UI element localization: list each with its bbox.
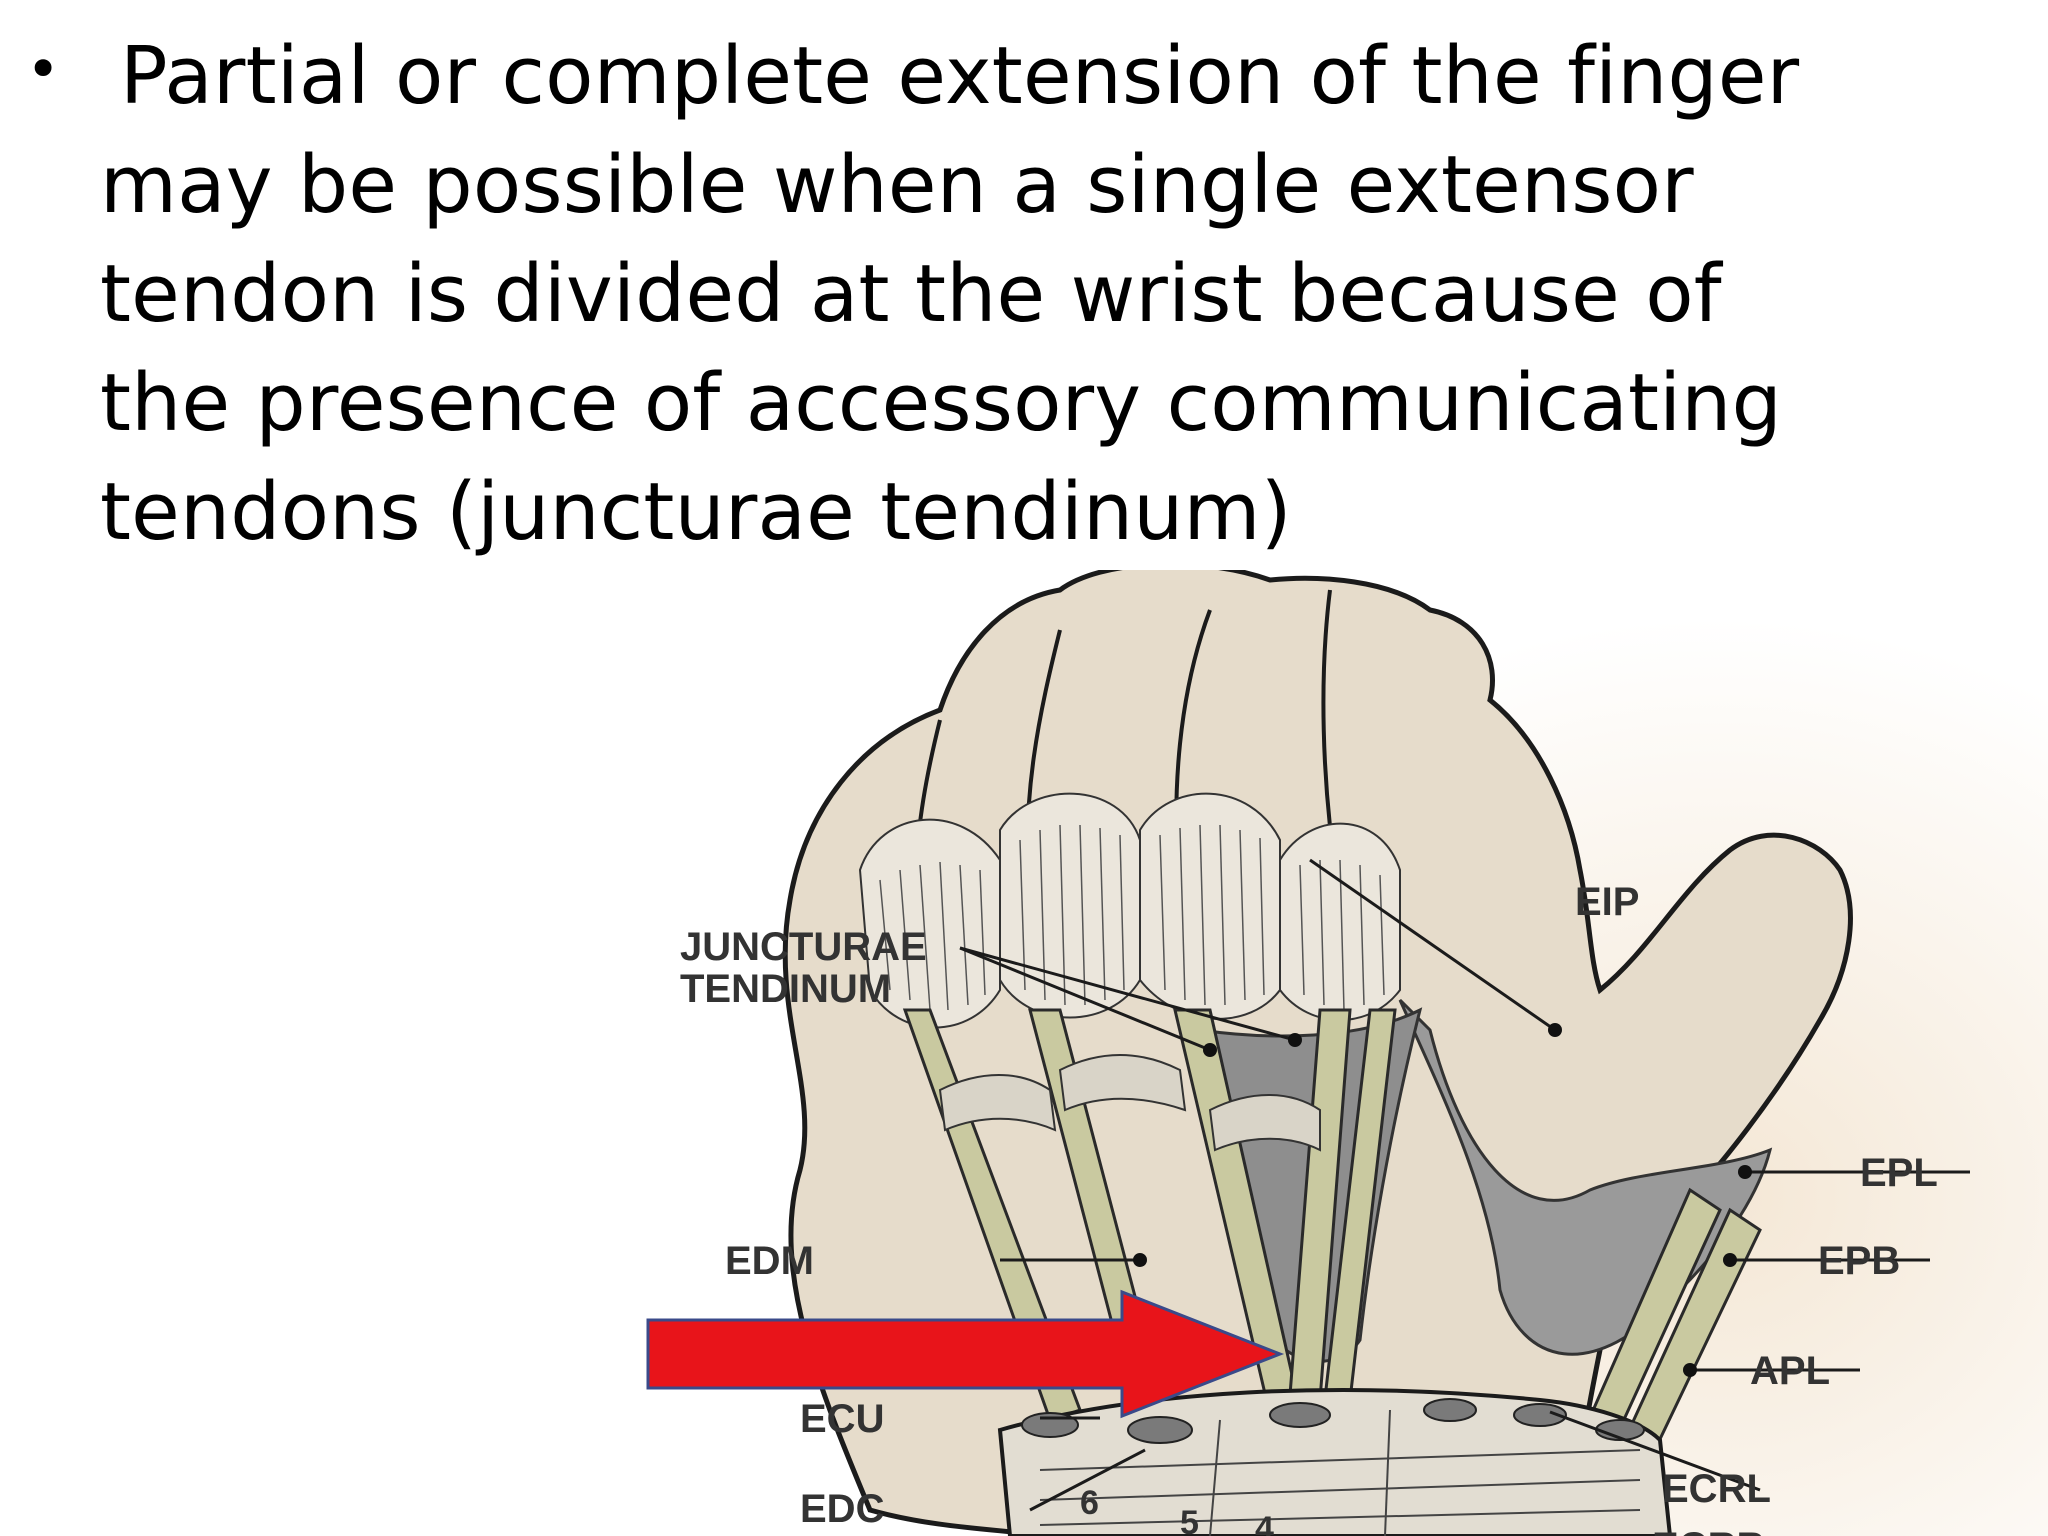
bullet-point: • Partial or complete extension of the f…	[18, 22, 1818, 567]
label-ecrl: ECRL	[1662, 1467, 1771, 1511]
label-juncturae: JUNCTURAE	[680, 925, 927, 969]
label-edc: EDC	[800, 1487, 884, 1531]
bullet-text: Partial or complete extension of the fin…	[100, 30, 1800, 558]
compartment-number-6: 6	[1080, 1484, 1099, 1522]
leader-dots	[1133, 1023, 1752, 1377]
compartment-number-5: 5	[1180, 1504, 1199, 1536]
label-epl: EPL	[1860, 1151, 1938, 1195]
red-arrow-icon	[646, 1289, 1285, 1419]
bullet-marker: •	[26, 35, 61, 103]
extensor-hoods	[858, 792, 1401, 1029]
label-epb: EPB	[1818, 1239, 1900, 1283]
label-edm: EDM	[725, 1239, 814, 1283]
retinaculum-lines	[1039, 1409, 1641, 1536]
hand-drawing: EIP JUNCTURAE TENDINUM EPL EDM EPB APL E…	[646, 570, 2048, 1536]
label-ecu: ECU	[800, 1397, 884, 1441]
compartment-number-4: 4	[1255, 1510, 1274, 1536]
label-eip: EIP	[1575, 880, 1639, 924]
label-ecrb: ECRB	[1652, 1525, 1765, 1536]
hand-tendon-illustration: EIP JUNCTURAE TENDINUM EPL EDM EPB APL E…	[440, 570, 2048, 1536]
juncturae-bands	[938, 1054, 1321, 1152]
leader-lines	[959, 858, 1970, 1512]
label-apl: APL	[1750, 1349, 1830, 1393]
label-tendinum: TENDINUM	[680, 967, 891, 1011]
hood-hatching	[879, 824, 1385, 1011]
extensor-retinaculum	[997, 1388, 1673, 1536]
